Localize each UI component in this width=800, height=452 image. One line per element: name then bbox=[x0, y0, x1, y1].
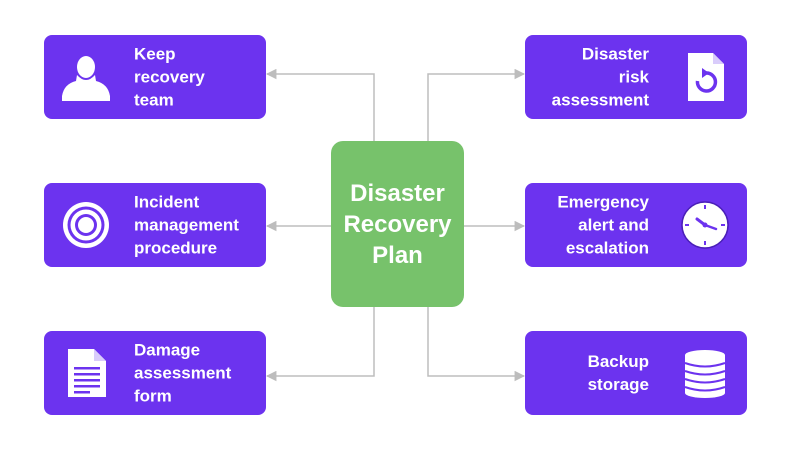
connector-risk bbox=[427, 68, 526, 141]
center-title: Disaster Recovery Plan bbox=[343, 179, 452, 269]
node-keep-recovery-team: Keep recovery team bbox=[44, 35, 266, 119]
clock-icon bbox=[681, 201, 729, 249]
node-label: Backup storage bbox=[587, 352, 649, 394]
person-silhouette-icon bbox=[62, 56, 110, 101]
node-backup-storage: Backup storage bbox=[525, 331, 747, 415]
document-refresh-icon bbox=[688, 53, 724, 101]
node-disaster-risk-assessment: Disaster risk assessment bbox=[525, 35, 747, 119]
node-label: Damage assessment form bbox=[134, 340, 232, 406]
target-icon bbox=[63, 202, 109, 248]
node-label: Keep recovery team bbox=[134, 44, 205, 110]
node-label: Incident management procedure bbox=[134, 192, 239, 258]
connector-keep-team bbox=[265, 68, 375, 141]
connector-backup bbox=[427, 307, 526, 382]
node-label: Emergency alert and escalation bbox=[557, 192, 649, 258]
center-node: Disaster Recovery Plan bbox=[331, 141, 464, 307]
node-incident-management: Incident management procedure bbox=[44, 183, 266, 267]
database-icon bbox=[684, 350, 726, 398]
document-icon bbox=[68, 349, 106, 397]
node-emergency-alert: Emergency alert and escalation bbox=[525, 183, 747, 267]
connector-damage bbox=[265, 307, 375, 382]
node-damage-assessment: Damage assessment form bbox=[44, 331, 266, 415]
node-label: Disaster risk assessment bbox=[551, 44, 649, 110]
